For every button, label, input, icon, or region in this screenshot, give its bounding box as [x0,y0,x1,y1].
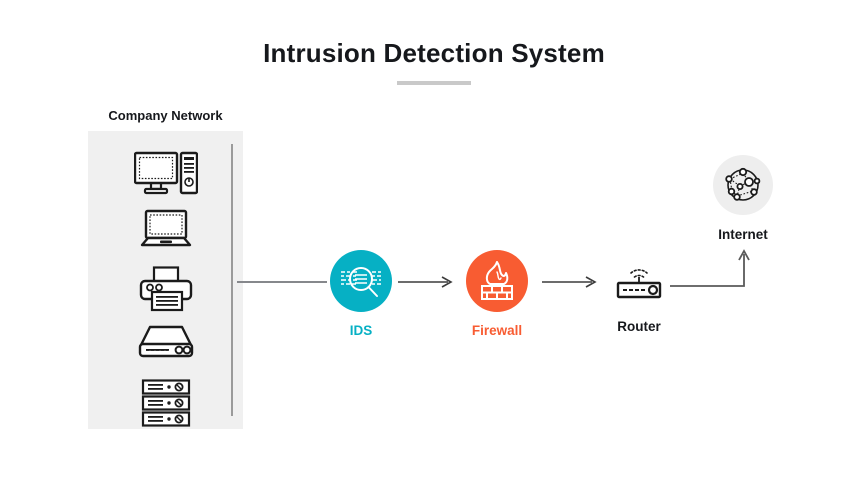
desktop-computer-icon [88,151,243,197]
network-bus-line [231,144,233,416]
node-internet[interactable]: Internet [683,155,803,242]
ids-label: IDS [349,323,373,338]
connector-firewall-to-router [542,276,597,288]
router-wifi-icon [616,269,662,299]
globe-network-icon [725,167,761,201]
firewall-label: Firewall [471,323,523,338]
modem-icon [88,324,243,358]
router-label: Router [617,319,661,334]
router-icon-wrap [608,252,670,310]
node-router[interactable]: Router [579,252,699,334]
company-network-label: Company Network [108,108,223,123]
magnifier-data-icon [341,267,381,297]
connector-ids-to-firewall [398,276,453,288]
server-rack-icon [88,379,243,427]
node-firewall[interactable]: Firewall [437,250,557,338]
page-title: Intrusion Detection System [263,38,605,68]
ids-circle [330,250,392,312]
flame-brickwall-icon [481,261,513,300]
title-divider [397,81,471,85]
internet-label: Internet [718,227,768,242]
firewall-circle [466,250,528,312]
node-ids[interactable]: IDS [301,250,421,338]
connector-network-to-ids [237,281,327,283]
laptop-icon [88,209,243,249]
connector-router-to-internet [670,249,750,287]
internet-circle [713,155,773,215]
company-network-panel [88,131,243,429]
printer-icon [88,266,243,312]
